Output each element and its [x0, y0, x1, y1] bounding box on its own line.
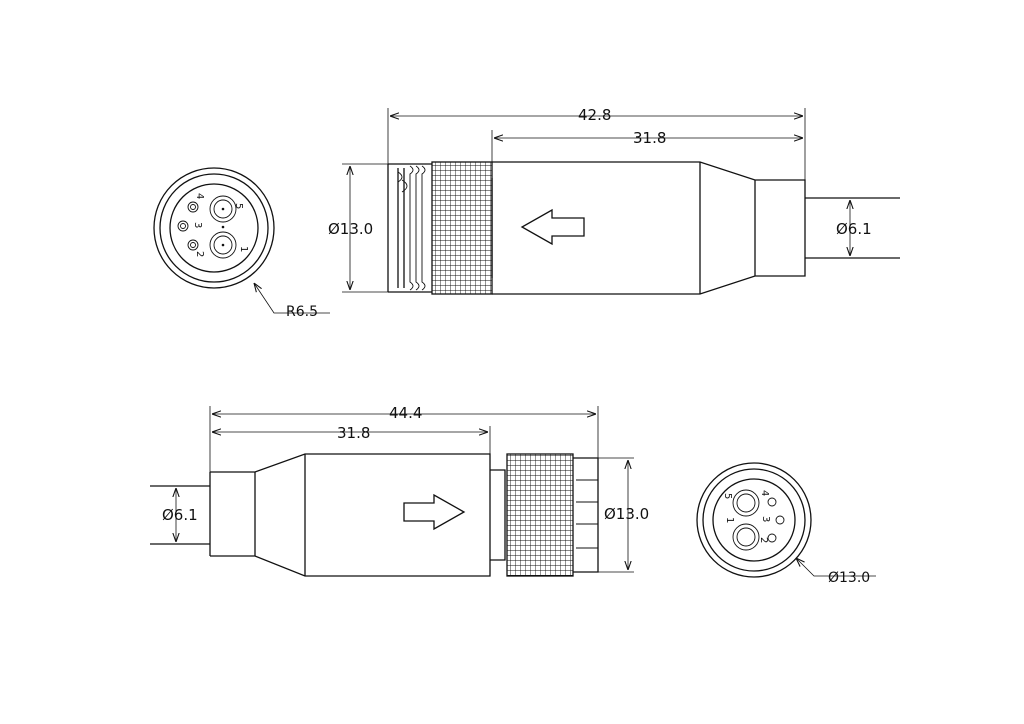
- bottom-pin-3-label: 3: [760, 516, 771, 522]
- bottom-face-diameter-callout: Ø13.0: [828, 570, 870, 586]
- top-pin-4-label: 4: [194, 193, 205, 199]
- bottom-pin-4-label: 4: [759, 490, 770, 496]
- bottom-pin-5-label: 5: [722, 493, 733, 499]
- top-front-face-view: 1 2 3 4 5 R6.5: [153, 167, 330, 320]
- bottom-dimensions: 44.4 31.8 Ø13.0 Ø6.1: [162, 404, 649, 573]
- bottom-overall-length: 44.4: [389, 404, 422, 422]
- bottom-diameter: Ø13.0: [604, 505, 649, 523]
- top-cable-diameter: Ø6.1: [836, 220, 872, 238]
- bottom-side-view: [150, 453, 599, 577]
- top-diameter: Ø13.0: [328, 220, 373, 238]
- top-dimensions: 42.8 31.8 Ø13.0 Ø6.1: [328, 106, 872, 293]
- bottom-body-length: 31.8: [337, 424, 370, 442]
- top-overall-length: 42.8: [578, 106, 611, 124]
- top-pin-1-label: 1: [238, 246, 249, 252]
- top-side-view: [387, 161, 900, 295]
- top-pin-2-label: 2: [194, 251, 205, 257]
- bottom-pin-1-label: 1: [724, 517, 735, 523]
- top-pin-3-label: 3: [192, 222, 203, 228]
- bottom-direction-arrow: [403, 493, 466, 531]
- bottom-cable-diameter: Ø6.1: [162, 506, 198, 524]
- bottom-knurled-nut: [506, 453, 574, 577]
- top-knurled-nut: [431, 161, 493, 295]
- top-body-length: 31.8: [633, 129, 666, 147]
- bottom-pin-2-label: 2: [758, 537, 769, 543]
- bottom-front-face-view: 1 2 3 4 5 Ø13.0: [696, 462, 876, 586]
- top-direction-arrow: [520, 208, 585, 246]
- top-thread: [397, 165, 426, 291]
- top-pin-5-label: 5: [233, 203, 244, 209]
- top-radius-callout: R6.5: [286, 304, 318, 320]
